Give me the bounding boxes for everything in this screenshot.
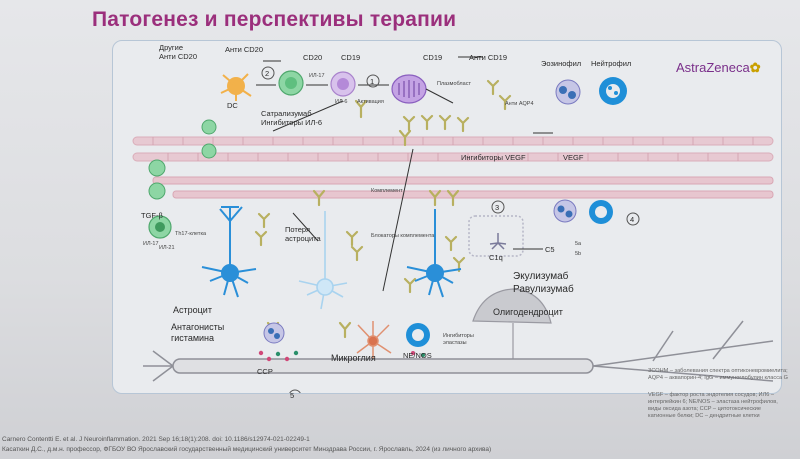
label-il17: ИЛ-17 (143, 241, 159, 247)
label-c5: C5 (545, 245, 555, 254)
oligodendrocyte-cell (472, 288, 552, 361)
pathway-arrows (256, 56, 553, 292)
pathogenesis-diagram: Другие Анти CD20 Анти CD20 CD20 CD19 CD1… (112, 40, 782, 394)
blood-vessel-upper (132, 136, 774, 162)
citation-author: Касаткин Д.С., д.м.н. профессор, ФГБОУ В… (2, 446, 492, 453)
label-plasmablast: Плазмобласт (437, 81, 471, 87)
label-eculizumab: Экулизумаб (513, 271, 569, 282)
diagram-artwork (132, 56, 774, 393)
label-il17-b: ИЛ-17 (309, 73, 325, 79)
label-vegf: VEGF (563, 153, 584, 162)
c1q-complex (468, 215, 524, 257)
label-cd19-right: CD19 (423, 53, 443, 62)
label-anti-aqp4: Анти AQP4 (505, 101, 534, 107)
eosinophil-cell-bottom (263, 322, 285, 344)
neutrophil-cell-bottom (406, 323, 430, 347)
logo-text: AstraZeneca (676, 60, 750, 75)
label-c5a: 5a (575, 241, 582, 247)
slide-title: Патогенез и перспективы терапии (92, 8, 457, 31)
astrocyte-right (406, 209, 462, 298)
label-cd20: CD20 (303, 53, 323, 62)
label-ravulizumab: Равулизумаб (513, 284, 574, 295)
label-il6: ИЛ-6 (335, 99, 348, 105)
label-complement: Комплемент (371, 188, 403, 194)
mediator-dots (258, 350, 425, 362)
label-tgf: TGF-β (141, 211, 163, 220)
label-astrocyte: Астроцит (173, 305, 212, 315)
astrocyte-middle-damaged (298, 211, 348, 310)
label-ne-nos: NE/NOS (403, 351, 432, 360)
label-microglia: Микроглия (331, 353, 376, 363)
neutrophil-cell-lower (589, 200, 613, 224)
axon (143, 320, 774, 382)
eosinophil-cell-lower (553, 199, 577, 223)
blood-vessel-middle (152, 176, 774, 199)
th17-cells (148, 119, 217, 239)
label-il21: ИЛ-21 (159, 245, 175, 251)
legend-abbreviations-2: VEGF – фактор роста эндотелия сосудов; И… (648, 392, 778, 419)
label-other-anti-cd20: Другие Анти CD20 (159, 43, 198, 61)
label-astrocyte-loss: Потеря астроцита (285, 225, 321, 243)
plasmablast-cell (391, 74, 427, 104)
label-satralizumab: Сатрализумаб Ингибиторы ИЛ-6 (261, 109, 323, 127)
label-oligodendrocyte: Олигодендроцит (493, 307, 563, 317)
label-c5b: 5b (575, 251, 582, 257)
label-anti-cd19: Анти CD19 (469, 53, 508, 62)
dendritic-cell (220, 73, 252, 101)
eosinophil-cell (555, 79, 581, 105)
label-antihistamine: Антагонисты гистамина (171, 322, 225, 343)
label-c1q: C1q (489, 253, 503, 262)
astrocyte-left (201, 206, 257, 298)
label-ccr: CCP (257, 367, 273, 376)
logo-mark-icon: ✿ (749, 60, 761, 75)
label-neutrophil: Нейтрофил (591, 59, 632, 68)
legend-abbreviations-1: ЗСОНМ – заболевания спектра оптиконевром… (648, 368, 789, 381)
step-5-label: 5 (290, 391, 295, 400)
b-cell (330, 71, 356, 97)
step-1-label: 1 (370, 77, 375, 86)
step-2-label: 2 (265, 69, 270, 78)
citation-source: Carnero Contentti E. et al. J Neuroinfla… (2, 436, 310, 443)
label-th17: Th17-клетка (175, 231, 207, 237)
label-dc: DC (227, 101, 238, 110)
step-4-label: 4 (630, 215, 635, 224)
microglia-cell (356, 321, 392, 359)
label-eosinophil: Эозинофил (541, 59, 582, 68)
t-cell (278, 70, 304, 96)
label-complement-blockers: Блокаторы комплемента (371, 233, 435, 239)
astrazeneca-logo: AstraZeneca✿ (676, 60, 761, 76)
label-anti-cd20: Анти CD20 (225, 45, 264, 54)
label-ne-inhibitors: Ингибиторы эластазы (443, 333, 474, 346)
label-activation: Активация (357, 99, 384, 105)
label-vegf-inhibitors: Ингибиторы VEGF (461, 153, 526, 162)
step-markers (261, 66, 640, 393)
step-3-label: 3 (495, 203, 500, 212)
neutrophil-cell (599, 77, 627, 105)
label-cd19: CD19 (341, 53, 361, 62)
